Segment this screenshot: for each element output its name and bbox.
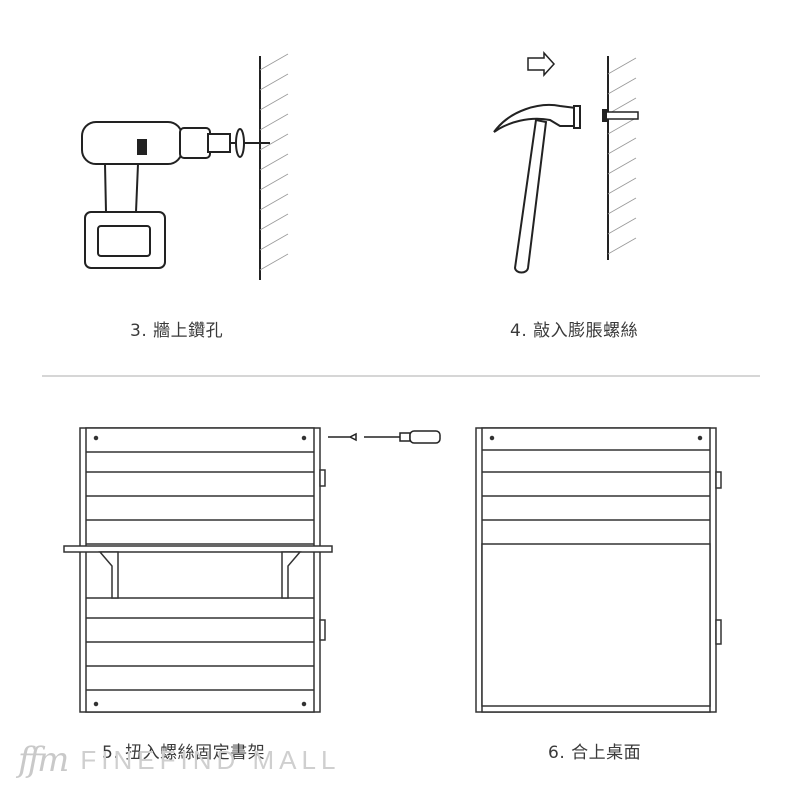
drill-icon	[81, 121, 270, 269]
brand-watermark: ffm FINEFIND MALL	[18, 740, 340, 780]
step-5-caption: 5. 扭入螺絲固定書架	[102, 738, 265, 763]
section-divider	[42, 375, 760, 377]
step-number: 5.	[102, 743, 120, 763]
screwdriver-icon	[328, 430, 441, 444]
step-number: 6.	[548, 743, 566, 763]
step-4-illustration	[480, 50, 660, 290]
step-label: 扭入螺絲固定書架	[125, 743, 266, 763]
step-number: 4.	[510, 321, 528, 341]
arrow-right-icon	[527, 51, 556, 77]
step-6-caption: 6. 合上桌面	[548, 738, 641, 763]
brand-name: FINEFIND MALL	[80, 744, 341, 775]
step-4-caption: 4. 敲入膨脹螺絲	[510, 316, 638, 341]
closed-desk-icon	[475, 427, 722, 713]
step-number: 3.	[130, 321, 148, 341]
step-label: 敲入膨脹螺絲	[533, 321, 639, 341]
step-6-illustration	[470, 420, 730, 720]
brand-logo: ffm	[18, 740, 69, 780]
anchor-screw-icon	[602, 109, 639, 122]
wall-section	[607, 56, 637, 260]
step-label: 合上桌面	[571, 743, 642, 763]
wall-shelf-icon	[63, 427, 333, 713]
wall-section	[259, 53, 289, 280]
step-3-illustration	[60, 50, 300, 290]
step-label: 牆上鑽孔	[153, 321, 224, 341]
hammer-icon	[493, 104, 581, 274]
step-5-illustration	[60, 420, 450, 720]
step-3-caption: 3. 牆上鑽孔	[130, 316, 223, 341]
